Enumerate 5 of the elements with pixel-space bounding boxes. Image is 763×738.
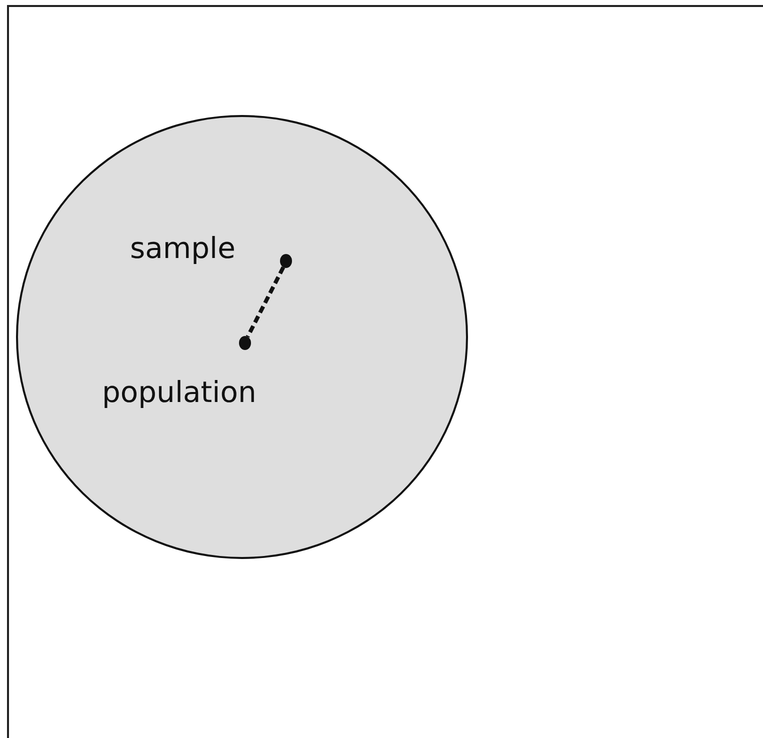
point-dot bbox=[239, 336, 251, 350]
point-label: population bbox=[102, 378, 256, 407]
point-label: sample bbox=[130, 234, 236, 263]
point-dot bbox=[280, 254, 292, 268]
dashed-line bbox=[246, 266, 286, 338]
